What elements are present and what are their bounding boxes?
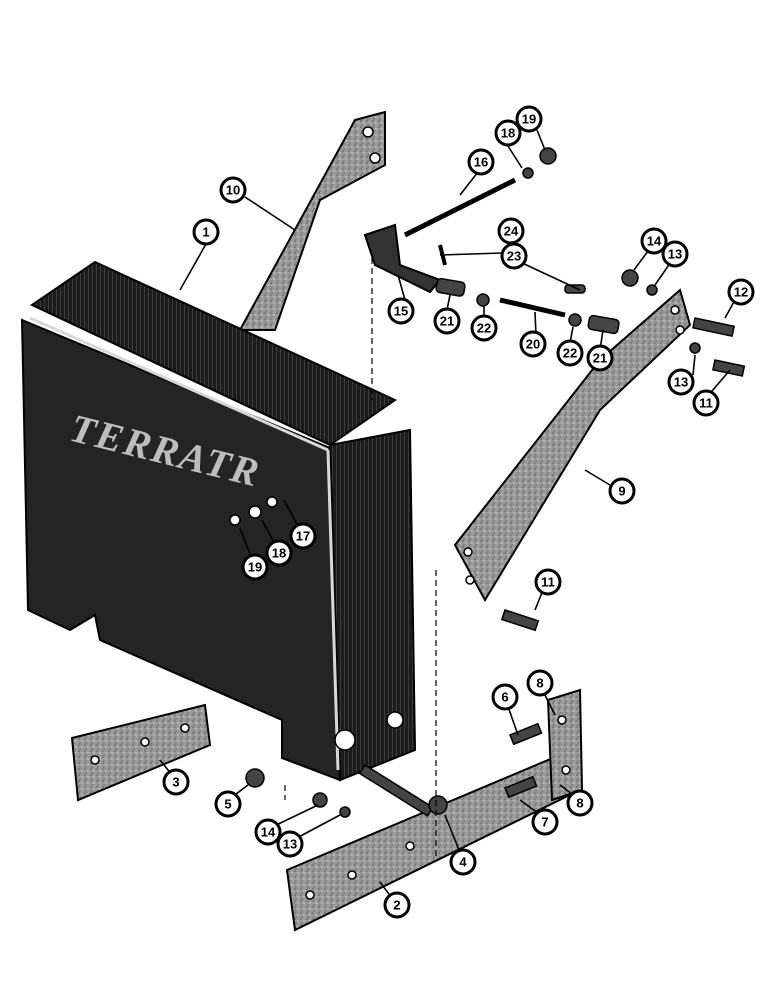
- callout-19-block: 19: [241, 553, 269, 581]
- callout-13-bottom: 13: [276, 830, 304, 858]
- callout-15: 15: [387, 297, 415, 325]
- bolts: [245, 269, 746, 818]
- callout-13-right: 13: [667, 368, 695, 396]
- svg-text:3: 3: [172, 775, 179, 790]
- callout-14-bottom: 14: [254, 818, 282, 846]
- svg-text:20: 20: [526, 337, 540, 352]
- alignment-lines: [284, 258, 437, 860]
- callout-1: 1: [192, 218, 220, 246]
- svg-text:10: 10: [226, 183, 240, 198]
- callout-8-lower: 8: [566, 789, 594, 817]
- callout-13-top: 13: [661, 240, 689, 268]
- svg-text:14: 14: [261, 825, 276, 840]
- svg-text:22: 22: [563, 346, 577, 361]
- svg-text:8: 8: [536, 676, 543, 691]
- svg-text:12: 12: [734, 285, 748, 300]
- callout-20: 20: [519, 330, 547, 358]
- callout-8-upper: 8: [526, 669, 554, 697]
- svg-text:23: 23: [507, 249, 521, 264]
- svg-text:18: 18: [272, 546, 286, 561]
- svg-text:17: 17: [296, 529, 310, 544]
- svg-text:15: 15: [394, 304, 408, 319]
- callout-14-top: 14: [640, 227, 668, 255]
- svg-text:21: 21: [440, 314, 454, 329]
- svg-text:11: 11: [699, 396, 713, 411]
- callout-24: 24: [497, 217, 525, 245]
- callout-18-block: 18: [265, 539, 293, 567]
- callout-11-upper: 11: [692, 389, 720, 417]
- callout-9: 9: [608, 477, 636, 505]
- callout-16: 16: [467, 148, 495, 176]
- callout-23: 23: [500, 242, 528, 270]
- callout-18-top: 18: [494, 119, 522, 147]
- svg-text:24: 24: [504, 224, 519, 239]
- svg-text:11: 11: [541, 575, 555, 590]
- linkage-parts: [363, 147, 620, 335]
- callout-7: 7: [531, 808, 559, 836]
- callout-22-right: 22: [556, 339, 584, 367]
- svg-text:13: 13: [674, 375, 688, 390]
- svg-text:6: 6: [501, 690, 508, 705]
- lower-left-bar: [70, 703, 212, 802]
- callout-12: 12: [727, 278, 755, 306]
- callout-2: 2: [383, 891, 411, 919]
- svg-text:14: 14: [647, 234, 662, 249]
- callout-6: 6: [491, 683, 519, 711]
- svg-text:19: 19: [522, 112, 536, 127]
- svg-text:19: 19: [248, 560, 262, 575]
- front-weight-block: TERRATR: [20, 260, 417, 782]
- svg-text:5: 5: [224, 797, 231, 812]
- svg-text:2: 2: [393, 898, 400, 913]
- upper-rear-bracket: [238, 110, 386, 331]
- svg-text:21: 21: [593, 351, 607, 366]
- callout-3: 3: [162, 768, 190, 796]
- callout-21-right: 21: [586, 344, 614, 372]
- callout-21-left: 21: [433, 307, 461, 335]
- callout-bubbles: 1 2 3 4 5 6 7 8 8 9 10 11 11 12 13 13 13…: [162, 105, 755, 919]
- svg-text:18: 18: [501, 126, 515, 141]
- callout-4: 4: [449, 848, 477, 876]
- svg-text:4: 4: [459, 855, 467, 870]
- callout-11-lower: 11: [534, 568, 562, 596]
- svg-text:13: 13: [283, 837, 297, 852]
- svg-text:9: 9: [618, 484, 625, 499]
- callout-17: 17: [289, 522, 317, 550]
- svg-text:1: 1: [202, 225, 209, 240]
- svg-text:13: 13: [668, 247, 682, 262]
- callout-10: 10: [219, 176, 247, 204]
- callout-5: 5: [214, 790, 242, 818]
- svg-text:8: 8: [576, 796, 583, 811]
- svg-text:7: 7: [541, 815, 548, 830]
- callout-19-top: 19: [515, 105, 543, 133]
- callout-22-left: 22: [470, 314, 498, 342]
- svg-text:22: 22: [477, 321, 491, 336]
- svg-text:16: 16: [474, 155, 488, 170]
